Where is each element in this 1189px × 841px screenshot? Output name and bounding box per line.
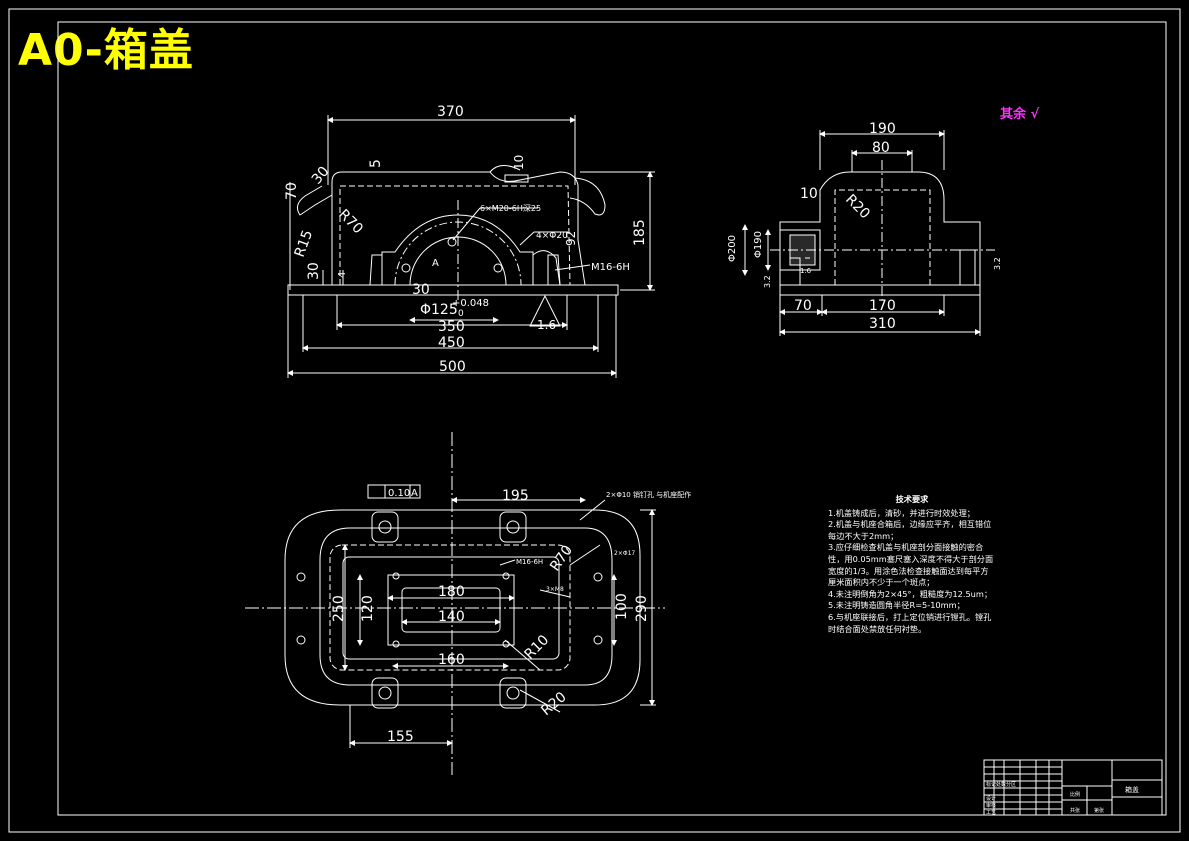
dim-185: 185 [632, 219, 648, 246]
dim-r70-top: R70 [547, 543, 576, 575]
rough-side-b: 1.6 [800, 267, 812, 275]
roughness-note: 其余 √ [1000, 103, 1039, 122]
tb-cell-0: 标记 [986, 781, 996, 788]
top-view [245, 432, 665, 775]
note-holes-side: 4×Φ20 [536, 231, 568, 241]
dim-r15: R15 [292, 228, 316, 259]
tech-heading: 技术要求 [895, 494, 929, 504]
dim-350: 350 [438, 319, 465, 335]
tech-item: 5.未注明铸造圆角半径R=5-10mm； [828, 600, 965, 611]
dim-92: 92 [564, 231, 578, 246]
dim-190: 190 [869, 121, 896, 137]
dim-70: 70 [284, 182, 300, 200]
tb-cell-8: 第张 [1094, 807, 1104, 814]
title-block-name: 箱盖 [1125, 785, 1139, 794]
technical-requirements: 技术要求 1.机盖铸成后，清砂，并进行时效处理； 2.机盖与机座合箱后，边缘应平… [828, 494, 996, 635]
tech-item: 6.与机座联接后，打上定位销进行镗孔。镗孔时结合面处禁放任何衬垫。 [828, 611, 992, 634]
dim-80: 80 [872, 140, 890, 156]
dim-180: 180 [438, 584, 465, 600]
dim-290: 290 [634, 595, 650, 622]
dim-500: 500 [439, 359, 466, 375]
tech-item: 3.应仔细检查机盖与机座剖分面接触的密合性，用0.05mm塞尺塞入深度不得大于剖… [828, 542, 994, 588]
tb-cell-3: 设计 [986, 795, 996, 802]
dim-160: 160 [438, 652, 465, 668]
tb-cell-7: 共张 [1070, 807, 1080, 814]
dim-70-side: 70 [794, 298, 812, 314]
side-view [742, 130, 995, 336]
dim-140: 140 [438, 609, 465, 625]
roughness-note-text: 其余 [1000, 107, 1027, 122]
dim-5: 5 [368, 159, 384, 168]
note-holes-top: 6×M20-6H深25 [480, 204, 541, 213]
dim-450: 450 [438, 335, 465, 351]
dim-100: 100 [614, 593, 630, 620]
dim-dia200: Φ200 [727, 235, 738, 262]
tb-cell-2: 分区 [1006, 781, 1016, 788]
dim-120: 120 [360, 595, 376, 622]
note-ref-a: A [432, 258, 439, 269]
dim-195: 195 [502, 488, 529, 504]
dim-dia125: Φ125 [420, 302, 458, 318]
note-thread-top: M16-6H [516, 558, 543, 566]
inner-border [57, 21, 1167, 816]
title-block [983, 759, 1163, 816]
note-dowel: 2×Φ10 销钉孔 与机座配作 [606, 490, 691, 499]
dim-310: 310 [869, 316, 896, 332]
dim-30-a: 30 [306, 262, 322, 280]
tb-cell-5: 工艺 [986, 810, 996, 816]
outer-border [8, 8, 1181, 833]
rough-side-a: 3.2 [763, 275, 772, 288]
tol-frame-flat: 0.10 [388, 488, 410, 499]
dim-tol-low: 0 [458, 309, 464, 319]
dim-250: 250 [331, 595, 347, 622]
drawing-title: A0-箱盖 [18, 25, 194, 76]
tech-item: 1.机盖铸成后，清砂，并进行时效处理； [828, 507, 975, 518]
tb-cell-4: 审核 [986, 802, 996, 809]
tb-cell-1: 处数 [996, 781, 1006, 788]
dim-tol-up: +0.048 [452, 298, 489, 309]
dim-170: 170 [869, 298, 896, 314]
dim-dia190: Φ190 [753, 231, 764, 258]
roughness-1-6: 1.6 [537, 318, 556, 332]
front-view [287, 115, 655, 378]
dim-155: 155 [387, 729, 414, 745]
tb-cell-6: 比例 [1070, 791, 1080, 798]
tech-item: 2.机盖与机座合箱后，边缘应平齐，相互错位每边不大于2mm； [828, 519, 992, 541]
tech-item: 4.未注明倒角为2×45°，粗糙度为12.5um； [828, 588, 993, 599]
dim-r20-top: R20 [538, 689, 569, 719]
note-small-b: 3×M8 [546, 586, 564, 593]
roughness-symbol-icon: √ [1030, 107, 1040, 122]
note-thread-front: M16-6H [591, 262, 630, 273]
dim-r20-side: R20 [842, 192, 873, 223]
rough-side-c: 3.2 [993, 257, 1002, 270]
tol-frame-ref: A [411, 488, 418, 499]
dim-10-side: 10 [800, 186, 818, 202]
dim-30-top: 30 [309, 164, 333, 188]
dim-370: 370 [437, 104, 464, 120]
dim-10-top: 10 [512, 155, 526, 170]
dim-4: 4 [337, 272, 348, 278]
dim-30-b: 30 [412, 282, 430, 298]
note-small-a: 2×Φ17 [614, 550, 635, 557]
